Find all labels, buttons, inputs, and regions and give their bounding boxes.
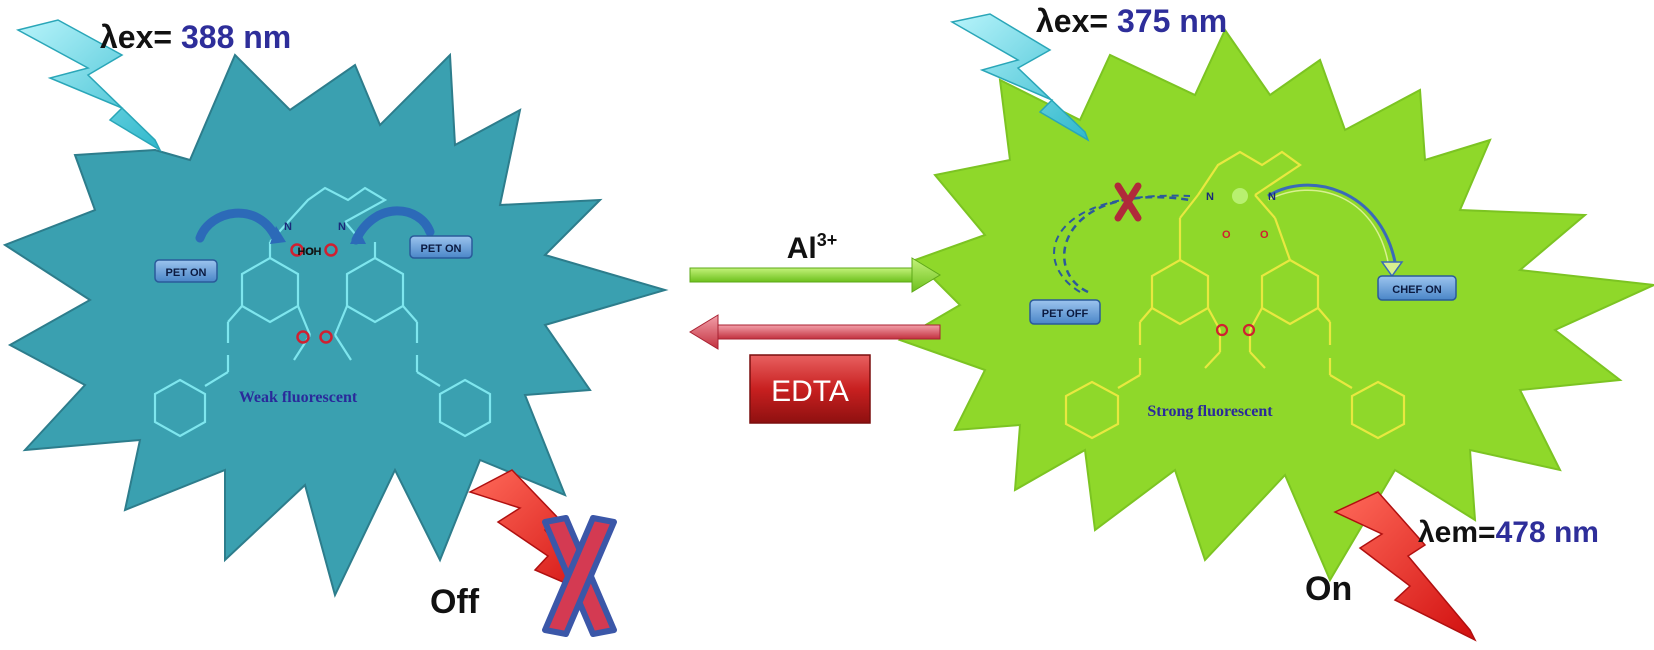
pet-on-box-left xyxy=(154,259,218,283)
left-pet-arrow xyxy=(195,208,281,243)
right-imine-n-label: N xyxy=(1268,191,1276,203)
right-pet-arrow xyxy=(351,206,435,245)
pet-on-label-right: PET ON xyxy=(421,243,462,255)
chef-on-arrow xyxy=(1267,183,1397,263)
right-methoxy-oxygen xyxy=(1215,323,1229,337)
left-oxygen-atoms xyxy=(290,243,338,344)
right-imine-n-label: N xyxy=(1206,191,1214,203)
right-excitation-value: 375 nm xyxy=(1117,3,1227,39)
aluminium-symbol: Al xyxy=(787,232,817,265)
emission-prefix: λem= xyxy=(1418,516,1496,549)
right-oxygen-label: O xyxy=(1260,229,1269,241)
cross-mark-icon xyxy=(542,515,617,637)
strong-fluorescent-caption: Strong fluorescent xyxy=(1147,403,1273,420)
pet-off-box xyxy=(1029,299,1101,325)
off-state-label: Off xyxy=(430,583,480,621)
reverse-arrow xyxy=(689,314,941,350)
left-excitation-value: 388 nm xyxy=(181,19,291,55)
left-imine-n-label: N xyxy=(284,221,292,233)
right-burst xyxy=(897,27,1654,583)
aluminium-ion-label: Al3+ xyxy=(787,230,838,265)
left-imine-n-label: N xyxy=(338,221,346,233)
pet-blocked-x-icon xyxy=(1114,182,1142,222)
left-hydroxyl-label: OH xyxy=(305,246,322,258)
pet-off-label: PET OFF xyxy=(1042,308,1089,320)
pet-off-dashed-arrow xyxy=(1063,195,1191,294)
weak-fluorescent-caption: Weak fluorescent xyxy=(239,389,358,406)
forward-arrow xyxy=(689,257,941,293)
on-state-label: On xyxy=(1305,570,1352,608)
pet-on-label-left: PET ON xyxy=(166,267,207,279)
pet-off-dashed-arrow-2 xyxy=(1053,194,1191,293)
emission-lightning-icon xyxy=(1333,491,1477,642)
left-hydroxyl-label: HO xyxy=(298,246,315,258)
left-burst xyxy=(2,52,669,598)
aluminium-center xyxy=(1232,188,1248,204)
excitation-lightning-icon xyxy=(949,13,1090,142)
right-methoxy-oxygen xyxy=(1242,323,1256,337)
emission-value: 478 nm xyxy=(1496,516,1599,549)
edta-box xyxy=(749,354,871,424)
chef-arrowhead xyxy=(1380,261,1404,278)
left-excitation-label: λex= 388 nm xyxy=(100,19,291,55)
emission-label: λem=478 nm xyxy=(1418,516,1599,549)
right-excitation-label: λex= 375 nm xyxy=(1036,3,1227,39)
left-excitation-prefix: λex= xyxy=(100,19,181,55)
chef-on-arrow-2 xyxy=(1267,189,1389,263)
right-excitation-prefix: λex= xyxy=(1036,3,1117,39)
right-oxygen-label: O xyxy=(1222,229,1231,241)
chef-on-box xyxy=(1377,275,1457,301)
edta-label: EDTA xyxy=(771,375,849,408)
chef-on-label: CHEF ON xyxy=(1392,284,1442,296)
pet-on-box-right xyxy=(409,235,473,259)
aluminium-charge: 3+ xyxy=(817,230,838,250)
excitation-lightning-icon xyxy=(15,19,162,152)
